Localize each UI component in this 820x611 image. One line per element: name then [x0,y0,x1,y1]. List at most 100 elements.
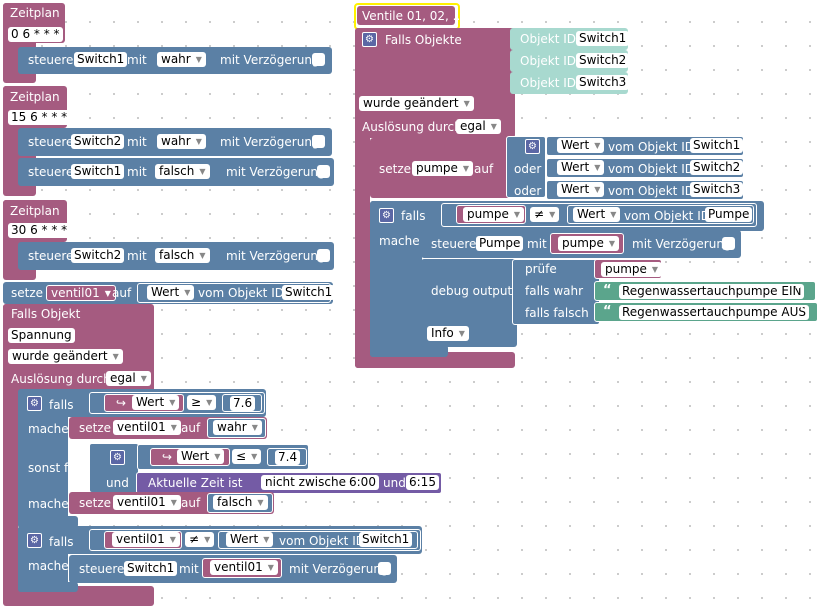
gear-icon[interactable]: ⚙ [379,208,394,223]
value-dropdown[interactable]: falsch▼ [155,248,210,263]
value-dropdown[interactable]: Wert▼ [557,138,605,153]
delay-checkbox[interactable] [317,165,330,178]
object-field[interactable]: Switch3 [690,182,744,197]
bool-dropdown[interactable]: wahr▼ [213,420,262,435]
ternary-block[interactable] [512,259,600,325]
chevron-down-icon: ▼ [458,329,465,338]
object-field[interactable]: Switch1 [576,31,630,46]
number-field[interactable]: 7.6 [230,396,256,411]
chevron-down-icon: ▼ [140,374,147,383]
bool-dropdown[interactable]: falsch▼ [213,495,268,510]
delay-checkbox[interactable] [317,249,330,262]
schedule-3-cron[interactable]: 30 6 * * * [8,223,71,238]
or-label: oder [514,184,542,198]
value-dropdown[interactable]: Wert▼ [177,449,225,464]
on-change-title: Falls Objekt [11,307,81,321]
log-level-dropdown[interactable]: Info▼ [427,326,469,341]
object-field[interactable]: Switch2 [576,53,630,68]
variable-dropdown[interactable]: pumpe▼ [463,207,525,222]
trigger-dropdown[interactable]: wurde geändert▼ [359,96,474,111]
delay-checkbox[interactable] [312,53,325,66]
chevron-down-icon: ▼ [104,289,111,298]
gear-icon[interactable]: ⚙ [110,450,125,465]
object-field[interactable]: Switch2 [690,160,744,175]
variable-dropdown[interactable]: pumpe▼ [412,161,474,176]
if-block-2-foot[interactable] [18,582,78,592]
delay-label: mit Verzögerung [220,53,320,67]
object-field[interactable]: Pumpe [476,236,524,251]
operator-dropdown[interactable]: ≤▼ [232,449,262,464]
object-field[interactable]: Switch2 [71,134,125,149]
delay-checkbox[interactable] [378,562,391,575]
object-field[interactable]: Switch1 [71,164,125,179]
number-field[interactable]: 7.4 [275,450,301,465]
arrow-icon: ↪ [116,396,127,410]
delay-checkbox[interactable] [722,237,735,250]
object-field[interactable]: Spannung [8,328,75,343]
variable-dropdown[interactable]: pumpe▼ [601,262,663,277]
value-dropdown[interactable]: wahr▼ [157,52,206,67]
value-dropdown[interactable]: Wert▼ [573,207,621,222]
value-dropdown[interactable]: Wert▼ [147,285,195,300]
dropdown-value: Wert [561,182,590,196]
comment-block[interactable] [357,6,455,25]
variable-dropdown[interactable]: ventil01▼ [46,285,116,301]
trigger-dropdown[interactable]: wurde geändert▼ [8,349,123,364]
trigger-by-dropdown[interactable]: egal▼ [106,371,151,386]
value-dropdown[interactable]: wahr▼ [157,134,206,149]
value-dropdown[interactable]: falsch▼ [155,164,210,179]
gear-icon[interactable]: ⚙ [27,396,42,411]
mache-label: mache [28,497,69,511]
variable-dropdown[interactable]: pumpe▼ [558,236,620,251]
object-field[interactable]: Switch1 [74,52,128,67]
object-field[interactable]: Switch3 [576,75,630,90]
schedule-2-cron[interactable]: 15 6 * * * [8,110,71,125]
operator-dropdown[interactable]: ≠▼ [185,532,215,547]
on-change-block-right-body[interactable] [355,28,370,368]
setze-label: setze [379,162,412,176]
on-change-block-body[interactable] [3,304,18,602]
time-start-field[interactable]: 6:00 [346,475,379,490]
object-field[interactable]: Pumpe [705,207,753,222]
value-dropdown[interactable]: Wert▼ [226,532,274,547]
chevron-down-icon: ▼ [251,452,258,461]
trigger-by-label: Auslösung durch [362,120,462,134]
object-id-label: vom Objekt ID [198,286,284,300]
gear-icon[interactable]: ⚙ [27,533,42,548]
delay-label: mit Verzögerung [226,165,326,179]
variable-dropdown[interactable]: ventil01▼ [113,495,181,510]
trigger-by-dropdown[interactable]: egal▼ [456,119,501,134]
object-field[interactable]: Switch1 [282,285,336,300]
value-dropdown[interactable]: Wert▼ [132,395,180,410]
gear-icon[interactable]: ⚙ [525,139,540,154]
schedule-1-cron[interactable]: 0 6 * * * [8,27,63,42]
if-block-3-foot[interactable] [370,345,448,357]
time-end-field[interactable]: 6:15 [406,475,439,490]
object-field[interactable]: Switch1 [124,561,178,576]
value-dropdown[interactable]: Wert▼ [557,160,605,175]
value-dropdown[interactable]: Wert▼ [557,182,605,197]
variable-dropdown[interactable]: ventil01▼ [113,420,181,435]
object-field[interactable]: Switch1 [359,532,413,547]
variable-dropdown[interactable]: ventil01▼ [112,532,180,547]
if-block-foot[interactable] [18,516,78,528]
operator-dropdown[interactable]: ≥▼ [187,395,217,410]
chevron-down-icon: ▼ [462,164,470,173]
quote-open-icon: “ [603,283,612,298]
object-field[interactable]: Switch2 [71,248,125,263]
if-true-label: falls wahr [525,284,584,298]
dropdown-value: Wert [136,395,165,409]
operator-dropdown[interactable]: ≠▼ [530,207,560,222]
object-field[interactable]: Switch1 [690,138,744,153]
or-block[interactable] [506,136,546,198]
variable-dropdown[interactable]: ventil01▼ [210,560,278,575]
text-field[interactable]: Regenwassertauchpumpe AUS [619,305,809,320]
gear-icon[interactable]: ⚙ [362,32,377,47]
object-id-label: vom Objekt ID [624,209,710,223]
dropdown-value: nicht zwischen [265,475,354,489]
delay-checkbox[interactable] [312,135,325,148]
dropdown-value: wurde geändert [363,96,459,110]
text-field[interactable]: Regenwassertauchpumpe EIN [619,284,805,299]
chevron-down-icon: ▼ [263,535,270,544]
falls-label: falls [49,398,74,412]
